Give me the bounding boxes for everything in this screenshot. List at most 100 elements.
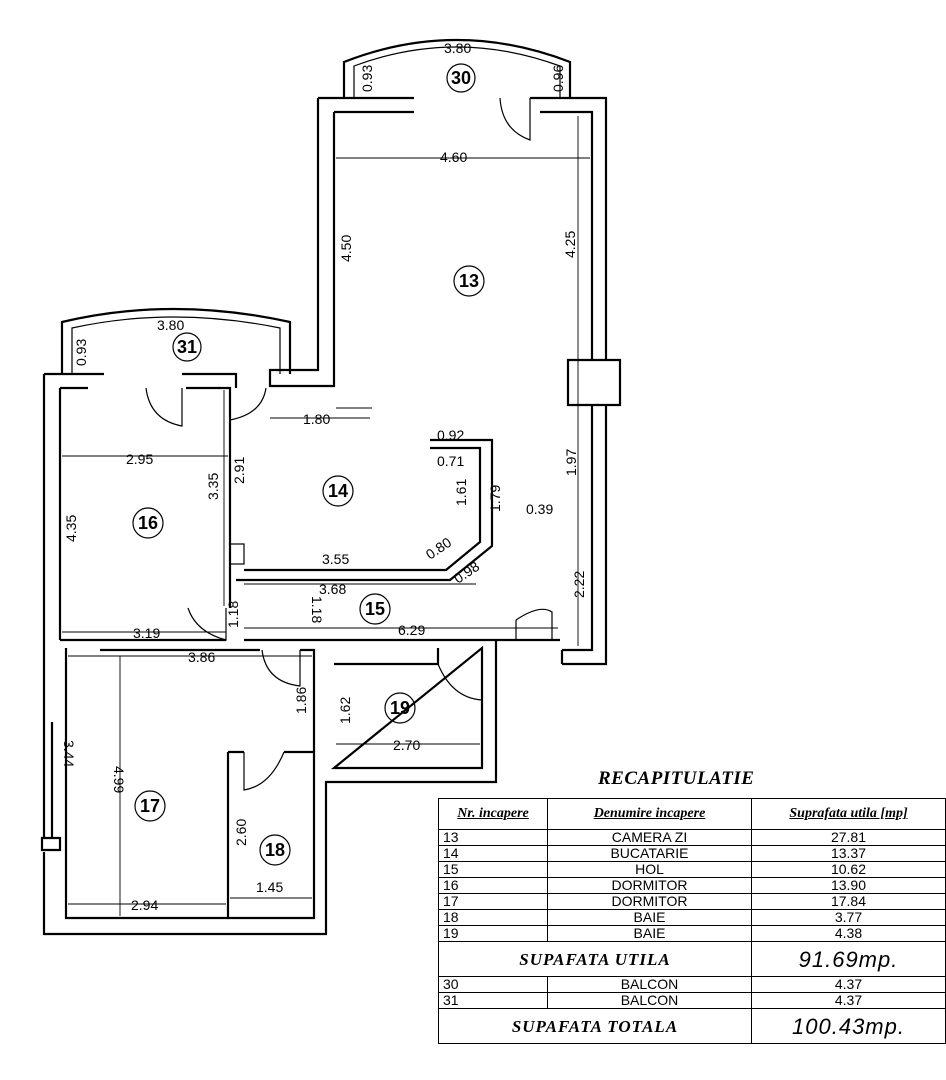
dim-368: 3.68 <box>319 581 346 597</box>
dim-260: 2.60 <box>233 819 249 846</box>
dim-270: 2.70 <box>393 737 420 753</box>
dim-499: 4.99 <box>111 766 127 793</box>
dim-344: 3.44 <box>61 740 77 767</box>
row-nr: 18 <box>438 909 548 926</box>
dim-r16-right: 3.35 <box>205 473 221 500</box>
room-15-number: 15 <box>365 599 385 619</box>
dim-386: 3.86 <box>188 649 215 665</box>
row-nr: 19 <box>438 925 548 942</box>
room-17-number: 17 <box>140 796 160 816</box>
dim-r13-left: 4.50 <box>338 235 354 262</box>
row-name: HOL <box>547 861 752 878</box>
row-area: 3.77 <box>751 909 946 926</box>
dim-r14-w: 3.55 <box>322 551 349 567</box>
row-name: BAIE <box>547 909 752 926</box>
room-19-number: 19 <box>390 698 410 718</box>
dim-b30-width: 3.80 <box>444 40 471 56</box>
row-area: 4.37 <box>751 976 946 993</box>
row-name: CAMERA ZI <box>547 829 752 846</box>
row-name: BAIE <box>547 925 752 942</box>
grand-total-value: 100.43mp. <box>751 1008 946 1044</box>
row-area: 4.37 <box>751 992 946 1009</box>
room-17-marker <box>134 790 166 822</box>
room-19-marker <box>384 692 416 724</box>
recap-title: RECAPITULATIE <box>598 768 755 789</box>
room-13-number: 13 <box>459 271 479 291</box>
header-area: Suprafata utila [mp] <box>751 798 946 830</box>
room-30-marker <box>446 63 476 93</box>
row-area: 13.37 <box>751 845 946 862</box>
row-nr: 13 <box>438 829 548 846</box>
dim-071: 0.71 <box>437 453 464 469</box>
dimension-lines <box>62 116 590 916</box>
dim-r13-width: 4.60 <box>440 149 467 165</box>
util-total-label: SUPAFATA UTILA <box>438 941 752 977</box>
balcony-30 <box>342 38 572 98</box>
dim-r16-left: 4.35 <box>63 515 79 542</box>
row-area: 17.84 <box>751 893 946 910</box>
dim-b30-right: 0.96 <box>550 65 566 92</box>
row-name: BALCON <box>547 976 752 993</box>
recap-header-row: Nr. incapere Denumire incapere Suprafata… <box>438 798 946 830</box>
dim-039: 0.39 <box>526 501 553 517</box>
dim-b30-left: 0.93 <box>359 65 375 92</box>
grand-total-row: SUPAFATA TOTALA 100.43mp. <box>438 1008 946 1044</box>
row-nr: 31 <box>438 992 548 1009</box>
kitchen-counter <box>229 438 494 582</box>
room-15-marker <box>359 593 391 625</box>
room-14-marker <box>322 475 354 507</box>
dim-r16-width: 2.95 <box>126 451 153 467</box>
dim-118b: 1.18 <box>309 596 325 623</box>
util-total-value: 91.69mp. <box>751 941 946 977</box>
room-30-number: 30 <box>451 68 471 88</box>
header-nr: Nr. incapere <box>438 798 548 830</box>
dim-145: 1.45 <box>256 879 283 895</box>
util-total-row: SUPAFATA UTILA 91.69mp. <box>438 941 946 977</box>
dim-b31-width: 3.80 <box>157 317 184 333</box>
room-16-marker <box>132 507 164 539</box>
balcony-31 <box>60 307 292 374</box>
dim-629: 6.29 <box>398 622 425 638</box>
dim-162: 1.62 <box>337 697 353 724</box>
room-14-number: 14 <box>328 481 348 501</box>
dim-179: 1.79 <box>487 485 503 512</box>
row-area: 27.81 <box>751 829 946 846</box>
room-18-number: 18 <box>265 840 285 860</box>
doors <box>145 97 553 791</box>
room-labels: 30 13 31 14 16 15 19 17 18 <box>132 63 485 866</box>
row-area: 10.62 <box>751 861 946 878</box>
dim-180: 1.80 <box>303 411 330 427</box>
dim-r14-h: 2.91 <box>231 457 247 484</box>
row-nr: 14 <box>438 845 548 862</box>
dimension-texts: 3.80 0.93 0.96 4.60 4.50 4.25 3.80 0.93 … <box>61 40 587 913</box>
dim-b31-left: 0.93 <box>73 339 89 366</box>
room-16-number: 16 <box>138 513 158 533</box>
dim-r13-right: 4.25 <box>562 231 578 258</box>
room-13-marker <box>453 265 485 297</box>
dim-186: 1.86 <box>293 687 309 714</box>
row-name: BALCON <box>547 992 752 1009</box>
row-name: BUCATARIE <box>547 845 752 862</box>
row-name: DORMITOR <box>547 893 752 910</box>
dim-197: 1.97 <box>563 449 579 476</box>
row-nr: 15 <box>438 861 548 878</box>
dim-294: 2.94 <box>131 897 158 913</box>
room-31-number: 31 <box>177 337 197 357</box>
dim-118a: 1.18 <box>225 601 241 628</box>
row-nr: 30 <box>438 976 548 993</box>
dim-092: 0.92 <box>437 427 464 443</box>
row-name: DORMITOR <box>547 877 752 894</box>
dim-080: 0.80 <box>423 534 455 563</box>
dim-222: 2.22 <box>571 571 587 598</box>
row-area: 13.90 <box>751 877 946 894</box>
